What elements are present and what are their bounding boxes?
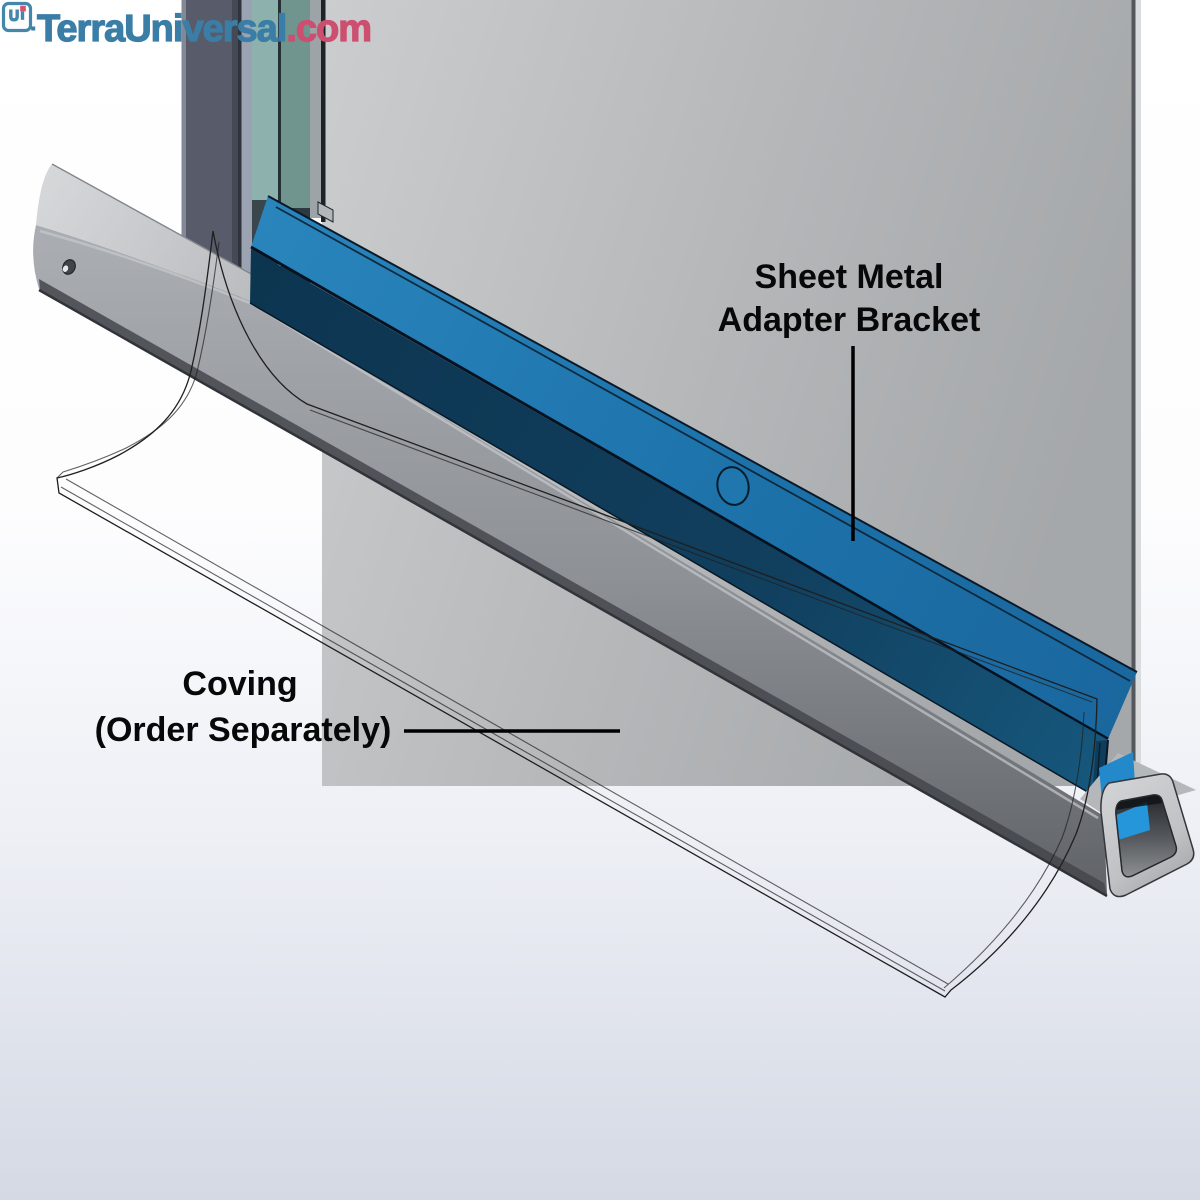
bracket-fold-edge xyxy=(250,245,1109,741)
rail-top-rear-edge xyxy=(51,163,254,276)
bracket-top-face xyxy=(251,196,1137,739)
coving-sheet xyxy=(56,230,1098,998)
wall-right-edge-line xyxy=(1131,0,1136,770)
coving-label-line2: (Order Separately) xyxy=(95,711,392,749)
logo-pink-dot xyxy=(20,5,26,12)
tube-interior-bracket-blue xyxy=(1114,802,1150,840)
tube-open-end-cross-section xyxy=(1100,773,1195,898)
bracket-hole xyxy=(716,466,750,506)
bracket-notch xyxy=(317,201,334,223)
sheet-metal-adapter-bracket xyxy=(249,195,1138,802)
rail-bottom-shadow xyxy=(39,279,1107,895)
coving-hem-mid-line xyxy=(60,486,946,992)
coving-top-edge-inner xyxy=(309,409,1093,703)
rail-end-cap-top-face xyxy=(36,164,253,303)
bracket-front-face xyxy=(250,249,1108,801)
rail-top-corner-highlight xyxy=(39,229,1099,820)
site-logo[interactable]: TerraUniversal.com xyxy=(1,1,373,51)
logo-text-suffix: .com xyxy=(286,8,371,50)
terra-universal-monogram-icon xyxy=(1,1,36,33)
wall-right-edge-face xyxy=(1135,0,1141,766)
floor-rail-square-tube xyxy=(33,163,1108,898)
bracket-label-line1: Sheet Metal xyxy=(755,258,944,296)
coving-outline xyxy=(56,230,1098,998)
coving-thickness-curve-left xyxy=(62,241,220,473)
coving-lip-edge xyxy=(56,471,64,479)
rail-front-face xyxy=(33,225,1107,895)
bracket-label-line2: Adapter Bracket xyxy=(718,301,981,339)
coving-thickness-curve-right xyxy=(943,711,1085,989)
coving-label-line1: Coving xyxy=(182,665,297,703)
rail-bottom-edge xyxy=(38,288,1108,898)
rail-screw-hole xyxy=(62,259,76,275)
logo-text[interactable]: TerraUniversal.com xyxy=(36,7,372,50)
logo-text-primary: TerraUniversal xyxy=(37,8,286,50)
bracket-hem-line xyxy=(275,206,1131,682)
